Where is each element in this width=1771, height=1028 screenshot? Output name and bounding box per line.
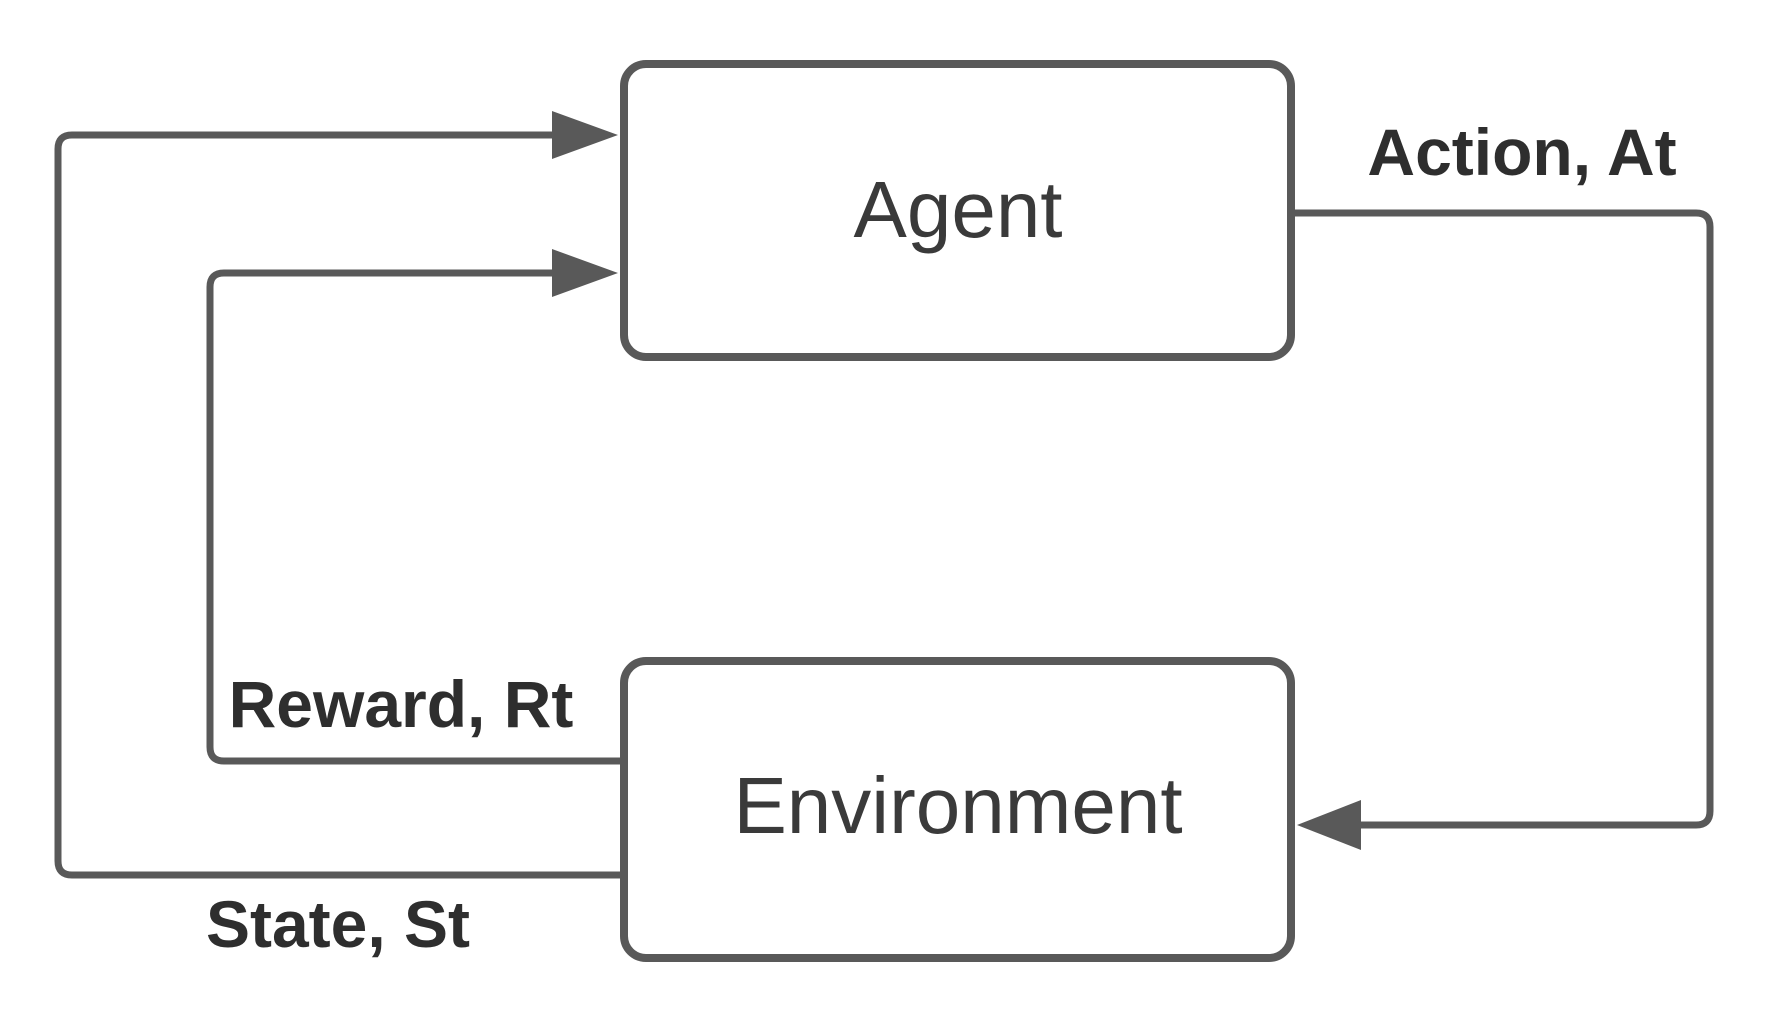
agent-node [620, 60, 1295, 361]
agent-label: Agent [853, 165, 1062, 254]
state-arrowhead [552, 111, 618, 159]
action-edge [1291, 209, 1714, 829]
state-edge [54, 131, 624, 879]
action-label: Action, At [1367, 115, 1676, 189]
reward-label: Reward, Rt [229, 667, 574, 741]
environment-label: Environment [733, 761, 1182, 850]
reward-edge [206, 269, 624, 765]
environment-node [620, 657, 1295, 962]
action-arrowhead [1297, 800, 1361, 850]
reward-arrowhead [552, 249, 618, 297]
state-label: State, St [206, 887, 470, 961]
